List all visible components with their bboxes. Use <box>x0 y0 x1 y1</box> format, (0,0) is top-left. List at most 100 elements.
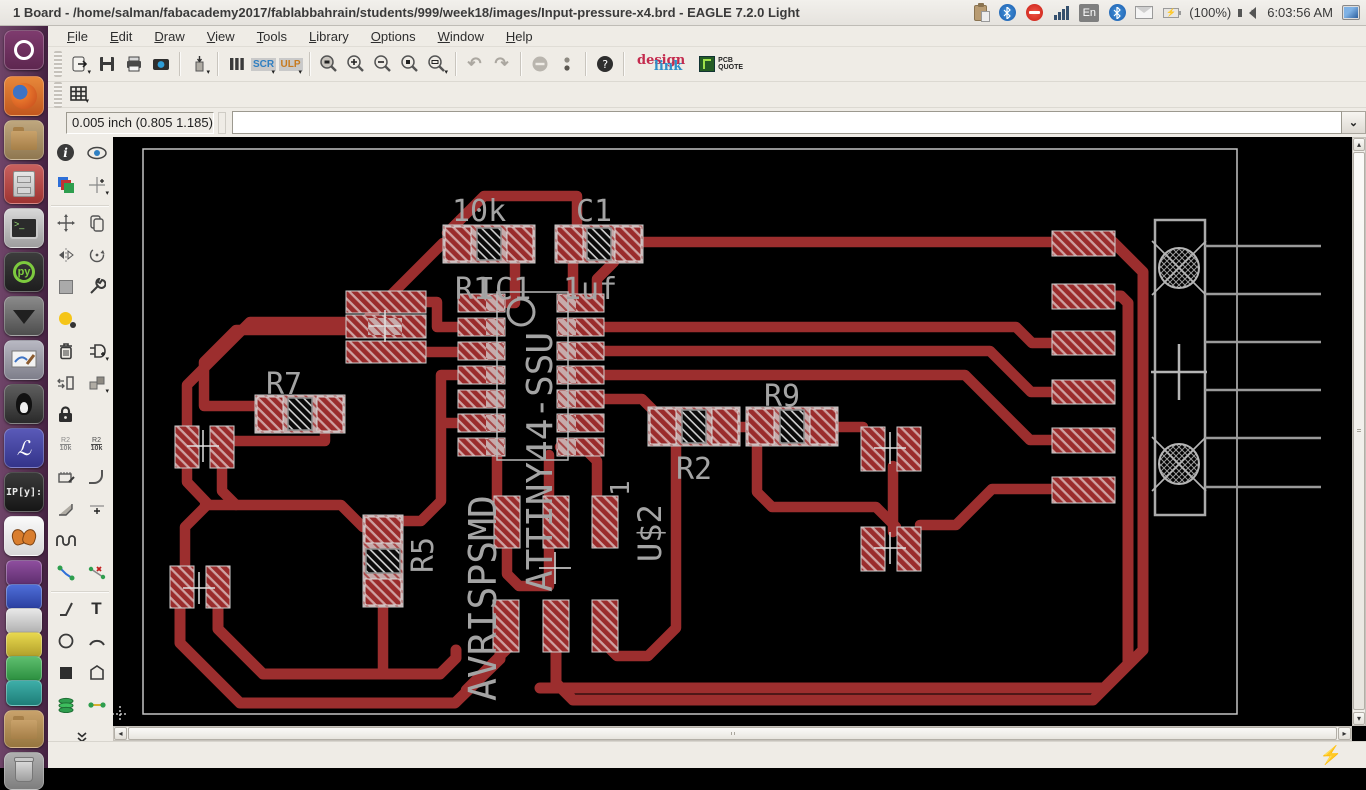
undo-button[interactable]: ↶ <box>461 51 488 78</box>
toolbar2-grip[interactable] <box>54 82 62 108</box>
xournal-launcher[interactable]: ℒ <box>4 428 44 468</box>
menu-edit[interactable]: Edit <box>101 28 141 45</box>
zoom-in-button[interactable] <box>342 51 369 78</box>
scroll-up-button[interactable]: ▴ <box>1353 138 1365 151</box>
horizontal-scroll-thumb[interactable] <box>128 727 1337 740</box>
label-u2-pin1[interactable]: 1 <box>606 480 636 496</box>
smd-pad[interactable] <box>1052 331 1115 355</box>
label-c1-name[interactable]: C1 <box>576 194 612 229</box>
menu-help[interactable]: Help <box>497 28 542 45</box>
move-tool[interactable] <box>52 209 79 236</box>
zoom-out-button[interactable] <box>369 51 396 78</box>
disc-app-launcher[interactable] <box>6 584 42 610</box>
pcb-quote-button[interactable]: PCB QUOTE <box>699 56 743 72</box>
trace[interactable] <box>222 465 236 505</box>
layer-settings-button[interactable] <box>223 51 250 78</box>
clipboard-icon[interactable] <box>971 4 989 22</box>
edge-connector[interactable] <box>1151 220 1321 515</box>
replace-tool[interactable]: ▾ <box>83 369 110 396</box>
smd-pad[interactable] <box>346 341 426 363</box>
media-app-launcher[interactable] <box>6 560 42 586</box>
trace[interactable] <box>920 489 1054 525</box>
change-tool[interactable] <box>83 273 110 300</box>
folder-launcher[interactable] <box>4 710 44 748</box>
menu-file[interactable]: File <box>58 28 97 45</box>
menu-library[interactable]: Library <box>300 28 358 45</box>
smd-pad[interactable] <box>206 566 230 608</box>
save-button[interactable] <box>93 51 120 78</box>
smd-pad[interactable] <box>170 566 194 608</box>
smd-pad[interactable] <box>1052 428 1115 453</box>
dash-home-button[interactable] <box>4 30 44 70</box>
split-tool[interactable] <box>52 495 79 522</box>
command-dropdown-button[interactable]: ⌄ <box>1342 111 1366 134</box>
paint-launcher[interactable] <box>4 340 44 380</box>
trace[interactable] <box>603 327 1054 343</box>
delete-tool[interactable] <box>52 337 79 364</box>
trace[interactable] <box>425 302 458 327</box>
trace[interactable] <box>400 375 458 521</box>
meander-tool[interactable] <box>52 527 79 554</box>
go-button[interactable] <box>553 51 580 78</box>
help-button[interactable]: ? <box>591 51 618 78</box>
design-link-button[interactable]: designlink <box>637 56 685 72</box>
session-monitor-icon[interactable] <box>1342 4 1360 22</box>
network-signal-icon[interactable] <box>1052 4 1070 22</box>
notes-app-launcher[interactable] <box>6 680 42 706</box>
show-tool[interactable] <box>83 139 110 166</box>
smd-pad[interactable] <box>175 426 199 468</box>
vertical-scrollbar[interactable]: ▴ ▾ <box>1352 137 1366 726</box>
via-tool[interactable] <box>52 691 79 718</box>
trace[interactable] <box>185 504 208 568</box>
tux-game-launcher[interactable] <box>4 384 44 424</box>
bluetooth-manager-icon[interactable] <box>1108 4 1126 22</box>
do-not-disturb-icon[interactable] <box>1025 4 1043 22</box>
smd-pad[interactable] <box>861 427 885 471</box>
trace[interactable] <box>218 605 456 674</box>
menu-view[interactable]: View <box>198 28 244 45</box>
pycharm-launcher[interactable]: py <box>4 252 44 292</box>
trace[interactable] <box>556 242 1143 700</box>
label-u2-name[interactable]: U$2 <box>631 504 669 562</box>
scroll-right-button[interactable]: ▸ <box>1338 727 1351 740</box>
pinswap-tool[interactable] <box>52 369 79 396</box>
bluetooth-icon[interactable] <box>998 4 1016 22</box>
chrome-app-launcher[interactable] <box>6 656 42 682</box>
vertical-scroll-thumb[interactable] <box>1353 152 1365 710</box>
horizontal-scrollbar[interactable]: ◂ ▸ <box>113 726 1352 741</box>
board-canvas[interactable]: 10k C1 R1 IC1 1uf R7 R9 R2 R5 U$2 1 ATTI… <box>113 137 1352 726</box>
label-r2-name[interactable]: R2 <box>676 452 712 487</box>
mirror-tool[interactable] <box>52 241 79 268</box>
miter-tool[interactable] <box>83 463 110 490</box>
toolbar-grip[interactable] <box>54 51 62 77</box>
ripup-tool[interactable] <box>83 559 110 586</box>
scroll-down-button[interactable]: ▾ <box>1353 712 1365 725</box>
smd-pad[interactable] <box>897 527 921 571</box>
trace[interactable] <box>205 505 363 527</box>
paste-tool[interactable] <box>52 305 79 332</box>
label-ic1-value[interactable]: ATTINY44-SSU <box>520 332 561 592</box>
signal-tool[interactable] <box>83 691 110 718</box>
butterfly-app-launcher[interactable] <box>4 516 44 556</box>
label-u2-value[interactable]: AVRISPSMD <box>461 495 505 701</box>
command-input[interactable] <box>232 111 1342 134</box>
group-tool[interactable] <box>52 273 79 300</box>
name-tool[interactable]: R210k <box>52 431 79 458</box>
arc-tool[interactable] <box>83 627 110 654</box>
keyboard-layout-indicator[interactable]: En <box>1079 4 1099 22</box>
label-r9-name[interactable]: R9 <box>764 379 800 414</box>
zoom-fit-button[interactable] <box>315 51 342 78</box>
label-r7-name[interactable]: R7 <box>266 367 302 402</box>
rotate-tool[interactable] <box>83 241 110 268</box>
smd-pad[interactable] <box>1052 380 1115 404</box>
smash-tool[interactable] <box>52 463 79 490</box>
battery-icon[interactable]: ⚡ <box>1162 4 1180 22</box>
ipython-launcher[interactable]: IP[y]: <box>4 472 44 512</box>
firefox-launcher[interactable] <box>4 76 44 116</box>
volume-icon[interactable] <box>1240 4 1258 22</box>
trace[interactable] <box>187 465 208 504</box>
files-launcher[interactable] <box>4 120 44 160</box>
mail-icon[interactable] <box>1135 4 1153 22</box>
switch-schematic-button[interactable]: ▾ <box>185 51 212 78</box>
terminal-launcher[interactable]: >_ <box>4 208 44 248</box>
